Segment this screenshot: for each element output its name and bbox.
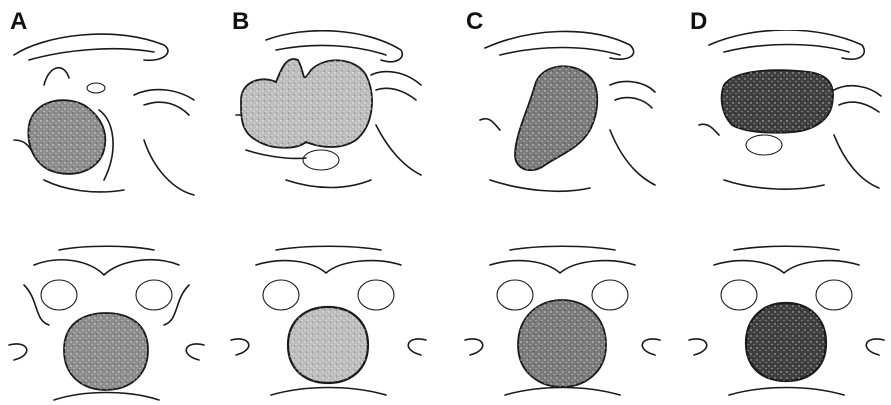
panel-c: C	[460, 0, 665, 405]
sagittal-view	[684, 30, 889, 200]
coronal-view	[460, 245, 665, 405]
coronal-view	[684, 245, 889, 405]
sagittal-view	[4, 30, 209, 200]
coronal-view	[226, 245, 431, 405]
panel-b: B	[226, 0, 431, 405]
coronal-view	[4, 245, 209, 405]
panel-d: D	[684, 0, 889, 405]
sagittal-view	[226, 30, 431, 200]
sagittal-view	[460, 30, 665, 200]
panel-a: A	[4, 0, 209, 405]
